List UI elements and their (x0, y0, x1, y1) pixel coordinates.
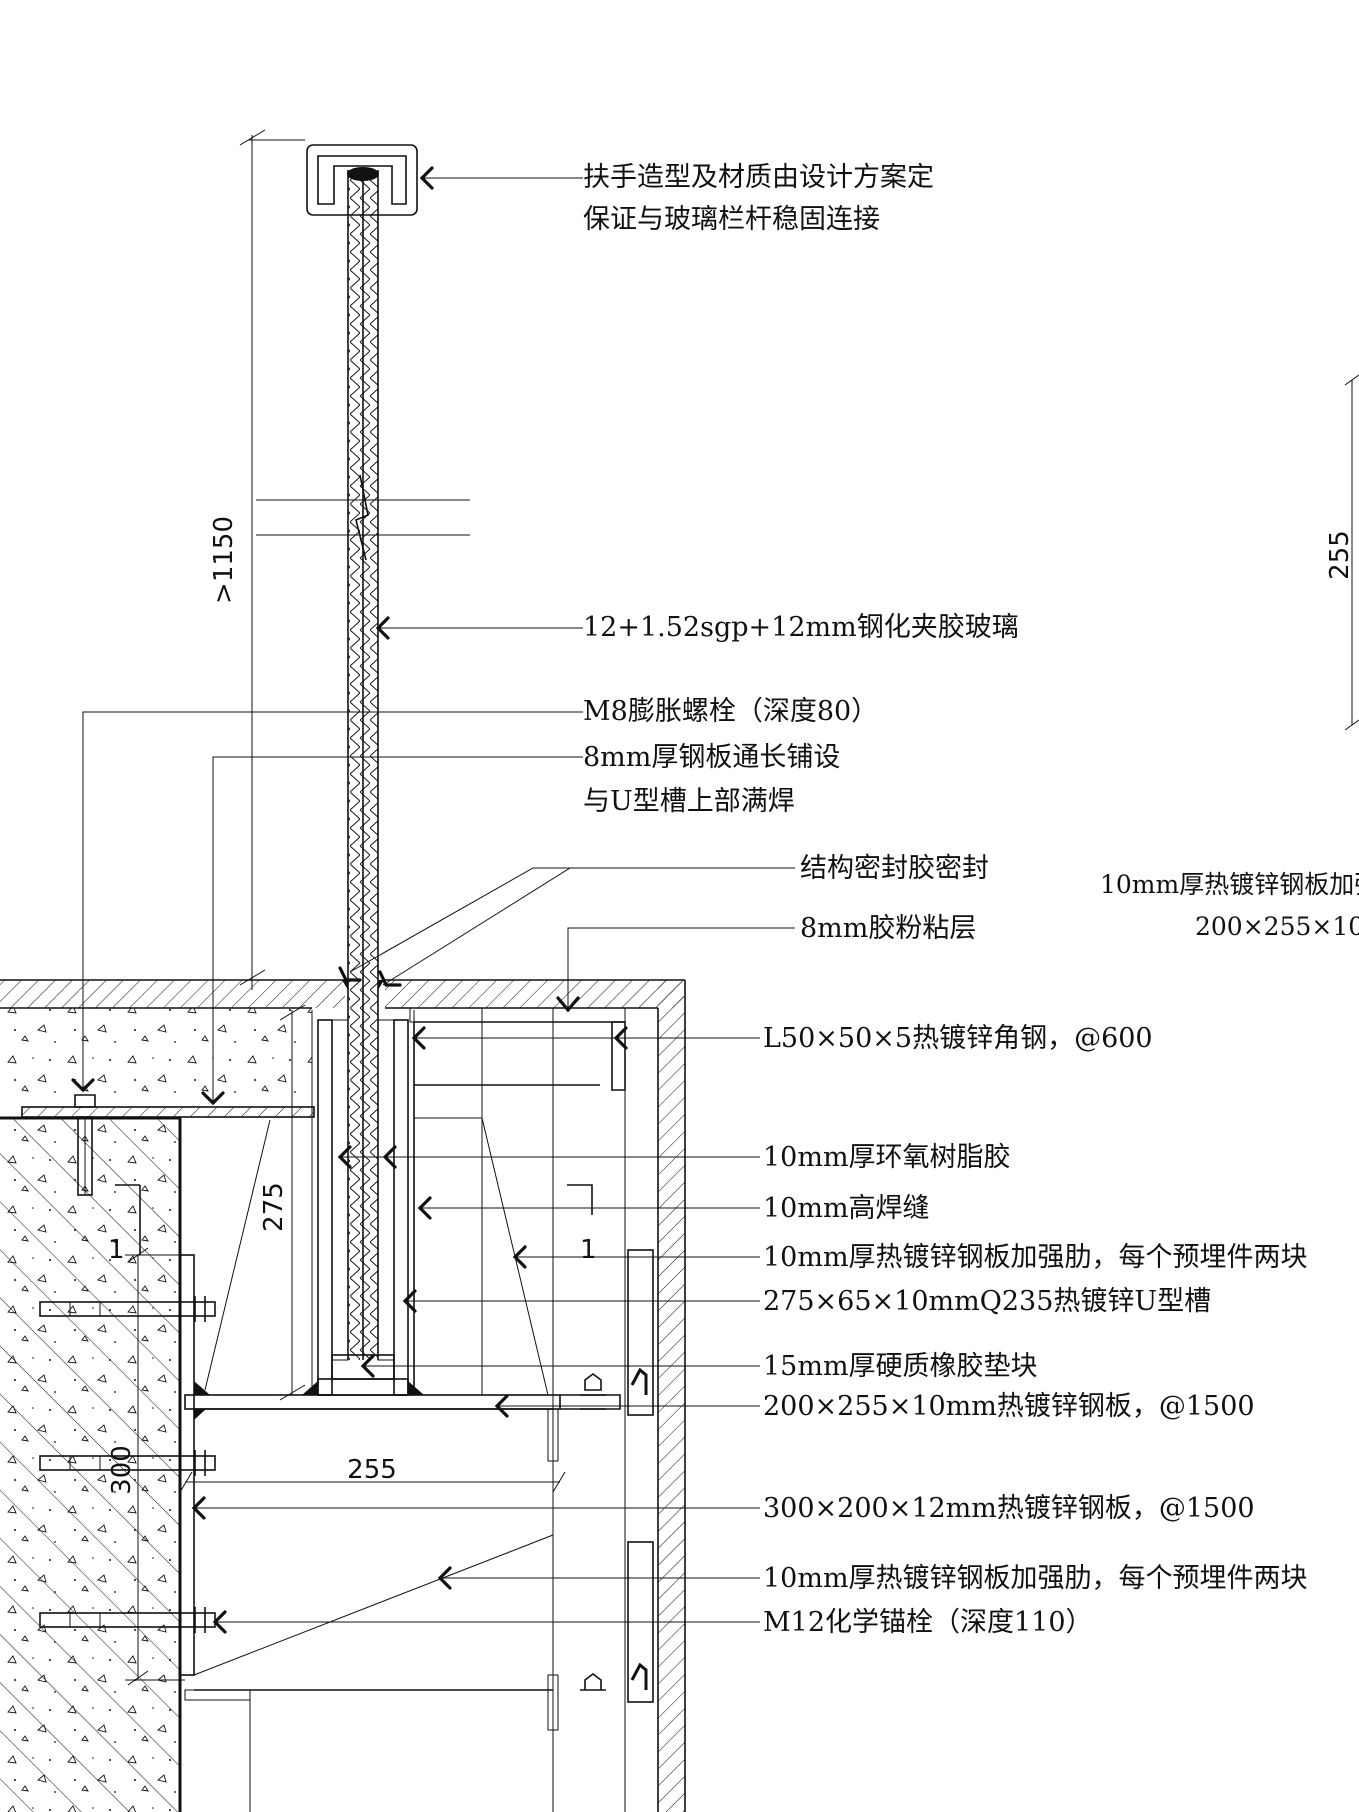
label-glass: 12+1.52sgp+12mm钢化夹胶玻璃 (583, 612, 1019, 643)
dim-300: 300 (107, 1445, 137, 1495)
dim-255: 255 (347, 1455, 397, 1485)
label-adhesive: 8mm胶粉粘层 (800, 913, 976, 944)
dimensions: >1150 275 255 300 255 1 1 (107, 129, 1359, 1686)
label-steel-plate-2: 与U型槽上部满焊 (583, 786, 795, 817)
structure (0, 144, 686, 1812)
label-sealant: 结构密封胶密封 (800, 853, 989, 884)
label-rubber-pad: 15mm厚硬质橡胶垫块 (763, 1351, 1038, 1382)
label-angle-steel: L50×50×5热镀锌角钢，@600 (763, 1023, 1153, 1054)
floor-finish-left (0, 980, 345, 1008)
label-plate-200: 200×255×10mm热镀锌钢板，@1500 (763, 1391, 1255, 1422)
rib-plate (193, 1534, 554, 1676)
label-steel-plate-1: 8mm厚钢板通长铺设 (583, 742, 840, 773)
side-wall (658, 980, 685, 1812)
label-rib-1: 10mm厚热镀锌钢板加强肋，每个预埋件两块 (763, 1242, 1308, 1273)
dim-right-255: 255 (1325, 530, 1355, 580)
label-u-channel: 275×65×10mmQ235热镀锌U型槽 (763, 1286, 1211, 1317)
adhesive-layer (409, 1007, 483, 1023)
label-rib-2: 10mm厚热镀锌钢板加强肋，每个预埋件两块 (763, 1563, 1308, 1594)
label-m8-bolt: M8膨胀螺栓（深度80） (583, 696, 878, 727)
screed-left (0, 1008, 312, 1103)
floor-finish-right (385, 980, 685, 1008)
label-m12-anchor: M12化学锚栓（深度110） (763, 1607, 1093, 1638)
handrail (306, 144, 418, 216)
section-mark-right: 1 (580, 1235, 597, 1265)
embedded-plate-300 (179, 1254, 195, 1676)
label-plate-300: 300×200×12mm热镀锌钢板，@1500 (763, 1493, 1255, 1524)
label-right-rib: 10mm厚热镀锌钢板加强肋 (1100, 870, 1359, 899)
label-epoxy: 10mm厚环氧树脂胶 (763, 1142, 1011, 1173)
dim-height: >1150 (209, 516, 239, 604)
label-right-plate: 200×255×10 (1195, 912, 1359, 941)
leader-lines (71, 166, 795, 1634)
label-handrail-2: 保证与玻璃栏杆稳固连接 (583, 204, 880, 235)
m8-bolt (74, 1094, 96, 1196)
section-mark-left: 1 (108, 1235, 125, 1265)
labels: 扶手造型及材质由设计方案定 保证与玻璃栏杆稳固连接 12+1.52sgp+12m… (583, 162, 1359, 1638)
dim-275: 275 (259, 1182, 289, 1232)
label-weld: 10mm高焊缝 (763, 1193, 930, 1224)
label-handrail-1: 扶手造型及材质由设计方案定 (583, 162, 934, 193)
